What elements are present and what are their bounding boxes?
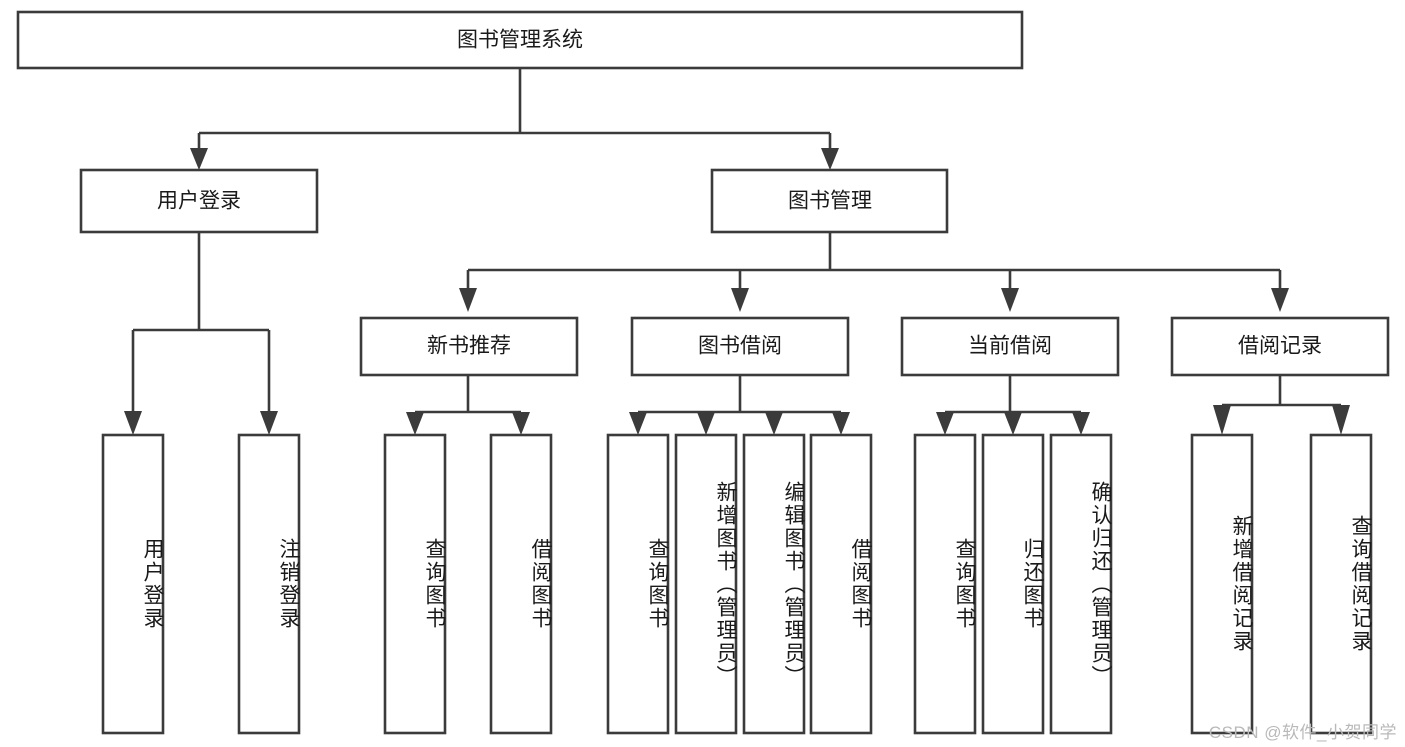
- arrowhead-current-borrow: [1001, 288, 1019, 312]
- connector-group-root: [190, 68, 839, 170]
- node-box-leaf-borrow-book-2[interactable]: [809, 433, 873, 735]
- arrowhead-leaf-query-record: [1332, 405, 1350, 435]
- arrowhead-borrow-record: [1271, 288, 1289, 312]
- node-box-leaf-query-book-1[interactable]: [383, 433, 447, 735]
- node-new-book-recommend[interactable]: 新书推荐: [359, 316, 579, 377]
- watermark-text: CSDN @软件_小贺同学: [1208, 723, 1397, 742]
- connector-group-user-login: [124, 232, 278, 435]
- arrowhead-leaf-query-book-2: [629, 412, 647, 435]
- node-box-leaf-add-book[interactable]: [674, 433, 738, 735]
- node-box-leaf-user-login[interactable]: [101, 433, 165, 735]
- node-box-user-login[interactable]: [79, 168, 319, 234]
- arrowhead-leaf-add-book: [697, 412, 715, 435]
- arrowhead-leaf-borrow-book-1: [512, 412, 530, 435]
- node-box-book-management[interactable]: [710, 168, 949, 234]
- node-box-leaf-borrow-book-1[interactable]: [489, 433, 553, 735]
- node-box-leaf-query-record[interactable]: [1309, 433, 1373, 735]
- node-box-current-borrow[interactable]: [900, 316, 1120, 377]
- arrowhead-leaf-query-book-3: [936, 412, 954, 435]
- node-box-book-borrow[interactable]: [630, 316, 850, 377]
- node-box-root-system[interactable]: [16, 10, 1024, 70]
- node-borrow-record[interactable]: 借阅记录: [1170, 316, 1390, 377]
- node-current-borrow[interactable]: 当前借阅: [900, 316, 1120, 377]
- node-box-leaf-add-record[interactable]: [1190, 433, 1254, 735]
- node-user-login[interactable]: 用户登录: [79, 168, 319, 234]
- connector-group-current-borrow: [936, 375, 1090, 435]
- node-box-new-book-recommend[interactable]: [359, 316, 579, 377]
- arrowhead-book-management: [821, 148, 839, 170]
- arrowhead-leaf-add-record: [1213, 405, 1231, 435]
- node-box-leaf-edit-book[interactable]: [742, 433, 806, 735]
- node-book-borrow[interactable]: 图书借阅: [630, 316, 850, 377]
- arrowhead-leaf-edit-book: [765, 412, 783, 435]
- node-label-book-borrow: 图书借阅: [698, 335, 782, 358]
- node-label-borrow-record: 借阅记录: [1238, 335, 1322, 358]
- node-label-root-system: 图书管理系统: [457, 29, 583, 52]
- connector-group-new-book-recommend: [406, 375, 530, 435]
- node-box-borrow-record[interactable]: [1170, 316, 1390, 377]
- arrowhead-leaf-user-login: [124, 411, 142, 435]
- node-root-system[interactable]: 图书管理系统: [16, 10, 1024, 70]
- node-label-book-management: 图书管理: [788, 190, 872, 213]
- node-box-leaf-query-book-2[interactable]: [606, 433, 670, 735]
- arrowhead-leaf-borrow-book-2: [832, 412, 850, 435]
- node-box-leaf-query-book-3[interactable]: [913, 433, 977, 735]
- node-label-current-borrow: 当前借阅: [968, 335, 1052, 358]
- node-box-leaf-return-book[interactable]: [981, 433, 1045, 735]
- connector-group-book-borrow: [629, 375, 850, 435]
- node-label-user-login: 用户登录: [157, 190, 241, 213]
- arrowhead-leaf-confirm-return: [1072, 412, 1090, 435]
- node-book-management[interactable]: 图书管理: [710, 168, 949, 234]
- arrowhead-book-borrow: [731, 288, 749, 312]
- arrowhead-new-book-recommend: [459, 288, 477, 312]
- node-label-new-book-recommend: 新书推荐: [427, 335, 511, 358]
- node-box-leaf-logout-login[interactable]: [237, 433, 301, 735]
- arrowhead-user-login: [190, 148, 208, 170]
- arrowhead-leaf-logout-login: [260, 411, 278, 435]
- node-box-leaf-confirm-return[interactable]: [1049, 433, 1113, 735]
- connector-group-book-management: [459, 232, 1289, 312]
- arrowhead-leaf-return-book: [1004, 412, 1022, 435]
- connector-group-borrow-record: [1213, 375, 1350, 435]
- arrowhead-leaf-query-book-1: [406, 412, 424, 435]
